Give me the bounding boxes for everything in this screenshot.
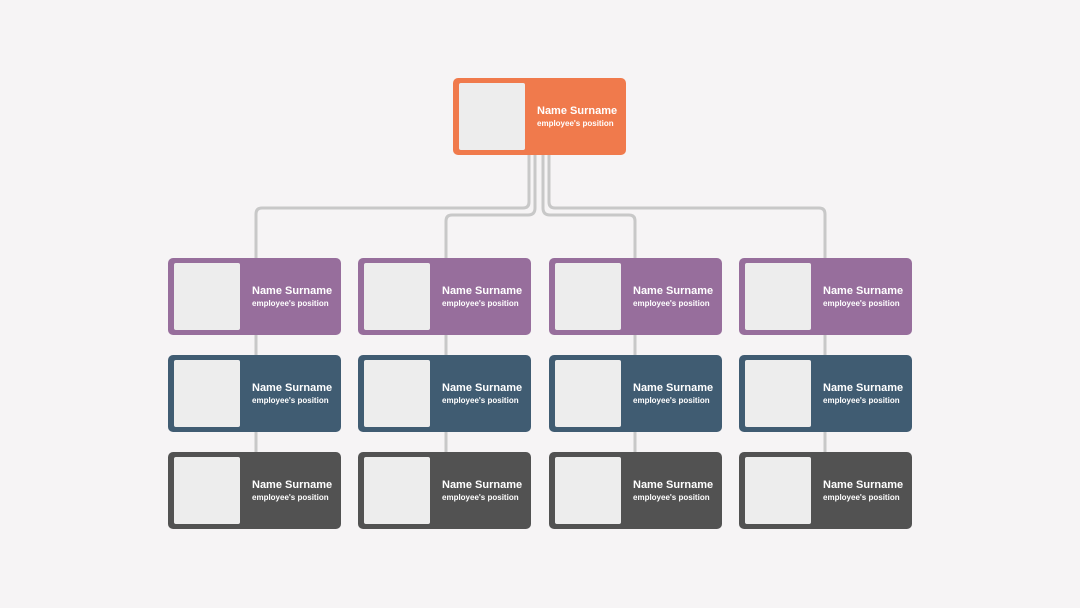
photo-placeholder [174, 263, 240, 330]
employee-position: employee's position [823, 298, 900, 308]
photo-placeholder [745, 263, 811, 330]
connector-top-to-column-3 [541, 155, 637, 258]
connector-top-to-column-4 [547, 155, 827, 258]
card-text: Name Surname employee's position [823, 355, 908, 432]
org-card-column-4-row-1: Name Surname employee's position [739, 258, 912, 335]
card-text: Name Surname employee's position [633, 258, 718, 335]
employee-name: Name Surname [633, 478, 714, 491]
photo-placeholder [174, 457, 240, 524]
card-text: Name Surname employee's position [823, 452, 908, 529]
employee-position: employee's position [537, 118, 614, 128]
employee-name: Name Surname [252, 381, 333, 394]
photo-placeholder [459, 83, 525, 150]
photo-placeholder [555, 263, 621, 330]
employee-position: employee's position [252, 395, 329, 405]
employee-name: Name Surname [633, 284, 714, 297]
card-text: Name Surname employee's position [442, 452, 527, 529]
employee-position: employee's position [633, 492, 710, 502]
org-card-column-2-row-1: Name Surname employee's position [358, 258, 531, 335]
photo-placeholder [364, 360, 430, 427]
card-text: Name Surname employee's position [442, 258, 527, 335]
card-text: Name Surname employee's position [537, 78, 622, 155]
employee-name: Name Surname [633, 381, 714, 394]
employee-position: employee's position [252, 298, 329, 308]
photo-placeholder [364, 263, 430, 330]
employee-name: Name Surname [252, 478, 333, 491]
org-card-column-3-row-1: Name Surname employee's position [549, 258, 722, 335]
employee-position: employee's position [442, 492, 519, 502]
org-card-column-2-row-3: Name Surname employee's position [358, 452, 531, 529]
photo-placeholder [745, 457, 811, 524]
card-text: Name Surname employee's position [633, 452, 718, 529]
employee-name: Name Surname [442, 478, 523, 491]
card-text: Name Surname employee's position [633, 355, 718, 432]
employee-position: employee's position [633, 395, 710, 405]
employee-name: Name Surname [823, 284, 904, 297]
employee-name: Name Surname [537, 104, 618, 117]
org-card-column-1-row-3: Name Surname employee's position [168, 452, 341, 529]
org-card-column-1-row-1: Name Surname employee's position [168, 258, 341, 335]
card-text: Name Surname employee's position [442, 355, 527, 432]
org-card-column-4-row-3: Name Surname employee's position [739, 452, 912, 529]
employee-position: employee's position [442, 298, 519, 308]
employee-position: employee's position [442, 395, 519, 405]
employee-name: Name Surname [252, 284, 333, 297]
photo-placeholder [174, 360, 240, 427]
connector-top-to-column-2 [444, 155, 537, 258]
employee-position: employee's position [823, 395, 900, 405]
org-card-top: Name Surname employee's position [453, 78, 626, 155]
photo-placeholder [555, 457, 621, 524]
photo-placeholder [364, 457, 430, 524]
card-text: Name Surname employee's position [823, 258, 908, 335]
card-text: Name Surname employee's position [252, 258, 337, 335]
employee-name: Name Surname [823, 381, 904, 394]
org-card-column-1-row-2: Name Surname employee's position [168, 355, 341, 432]
employee-name: Name Surname [442, 284, 523, 297]
connector-top-to-column-1 [254, 155, 531, 258]
org-card-column-4-row-2: Name Surname employee's position [739, 355, 912, 432]
employee-position: employee's position [252, 492, 329, 502]
photo-placeholder [555, 360, 621, 427]
employee-position: employee's position [823, 492, 900, 502]
org-card-column-3-row-3: Name Surname employee's position [549, 452, 722, 529]
org-card-column-3-row-2: Name Surname employee's position [549, 355, 722, 432]
employee-position: employee's position [633, 298, 710, 308]
photo-placeholder [745, 360, 811, 427]
card-text: Name Surname employee's position [252, 452, 337, 529]
org-card-column-2-row-2: Name Surname employee's position [358, 355, 531, 432]
employee-name: Name Surname [823, 478, 904, 491]
employee-name: Name Surname [442, 381, 523, 394]
card-text: Name Surname employee's position [252, 355, 337, 432]
